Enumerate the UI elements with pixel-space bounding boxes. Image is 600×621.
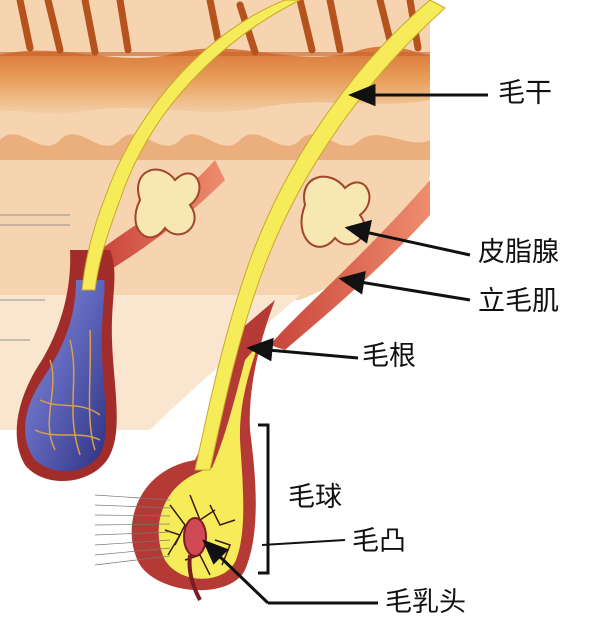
arrow-bulge [261, 539, 346, 546]
label-bulge: 毛凸 [352, 526, 406, 557]
arrow-root [267, 348, 359, 360]
dermal-papilla-shape [183, 517, 207, 557]
left-bulb-vessels [34, 329, 101, 456]
epidermis-layer [0, 46, 430, 114]
label-arrector-pili: 立毛肌 [478, 286, 559, 317]
label-sebaceous-gland: 皮脂腺 [478, 237, 559, 268]
arrector-pili-right [270, 180, 430, 350]
main-hair-shaft [194, 0, 446, 471]
label-dermal-papilla: 毛乳头 [385, 587, 466, 618]
label-hair-bulb: 毛球 [288, 482, 342, 513]
annotation-arrows [202, 83, 488, 605]
sebaceous-gland-left [134, 168, 201, 239]
left-hair-bulb [25, 280, 107, 472]
arrow-arrector [359, 280, 471, 302]
left-hair-shaft [81, 0, 301, 291]
papilla-stalk [187, 554, 202, 601]
bulb-bracket [258, 423, 270, 575]
small-annotations [0, 214, 171, 566]
arrow-sebaceous [364, 230, 471, 257]
label-hair-root: 毛根 [362, 341, 416, 372]
label-hair-shaft: 毛干 [498, 78, 552, 109]
